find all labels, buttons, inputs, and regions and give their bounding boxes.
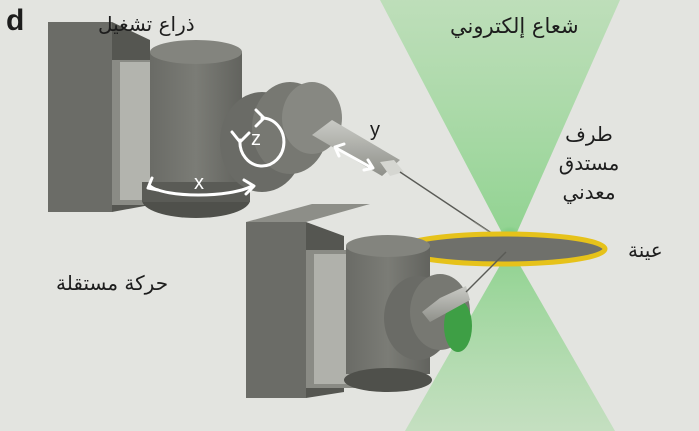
tip-label-line-2: مستدق [558,151,620,175]
y-arrowhead-b [362,158,375,172]
metal-tip-label: طرف مستدق معدني [548,120,630,207]
lower-back-plate-top [246,204,370,222]
upper-back-plate [48,22,112,212]
lower-cylinder-top [346,235,430,257]
lower-manipulator-arm [246,204,507,398]
x-rotation-arrowhead-left [146,176,160,192]
electron-beam-upper-cone [380,0,620,248]
sample-disk-surface [398,231,608,267]
upper-cylinder-band [142,182,250,202]
lower-back-plate [246,222,306,398]
upper-probe-rod [380,160,404,176]
tip-label-line-3: معدني [562,180,616,204]
y-arrowhead-a [333,142,346,158]
manipulator-arm-label: ذراع تشغيل [98,12,195,36]
lower-bracket-face [314,254,352,384]
motion-arrows [146,108,375,197]
z-rotation-arrow [238,116,286,168]
y-translation-arrow [334,146,374,170]
upper-cylinder-top [150,40,242,64]
electron-beam-label: شعاع إلكتروني [450,14,579,38]
y-axis-label: y [370,119,380,141]
lower-probe-holder [422,286,470,322]
panel-letter: d [6,4,25,37]
x-rotation-arrowhead-right [242,178,256,196]
sample-label: عينة [628,238,663,262]
lower-end-cap [444,300,472,352]
sample-disk [398,231,608,267]
electron-beam-lower-cone [405,248,615,431]
x-axis-label: x [194,172,204,194]
independent-motion-label: حركة مستقلة [56,271,169,295]
upper-probe-holder [312,120,400,176]
upper-manipulator-arm [48,22,509,245]
z-axis-label: z [251,128,261,150]
lower-tip-wire [465,251,507,293]
lower-cylinder-base [344,368,432,392]
z-rotation-arrowhead [230,130,251,144]
z-rotation-arrowhead-2 [254,108,266,128]
tip-label-line-1: طرف [565,122,613,146]
